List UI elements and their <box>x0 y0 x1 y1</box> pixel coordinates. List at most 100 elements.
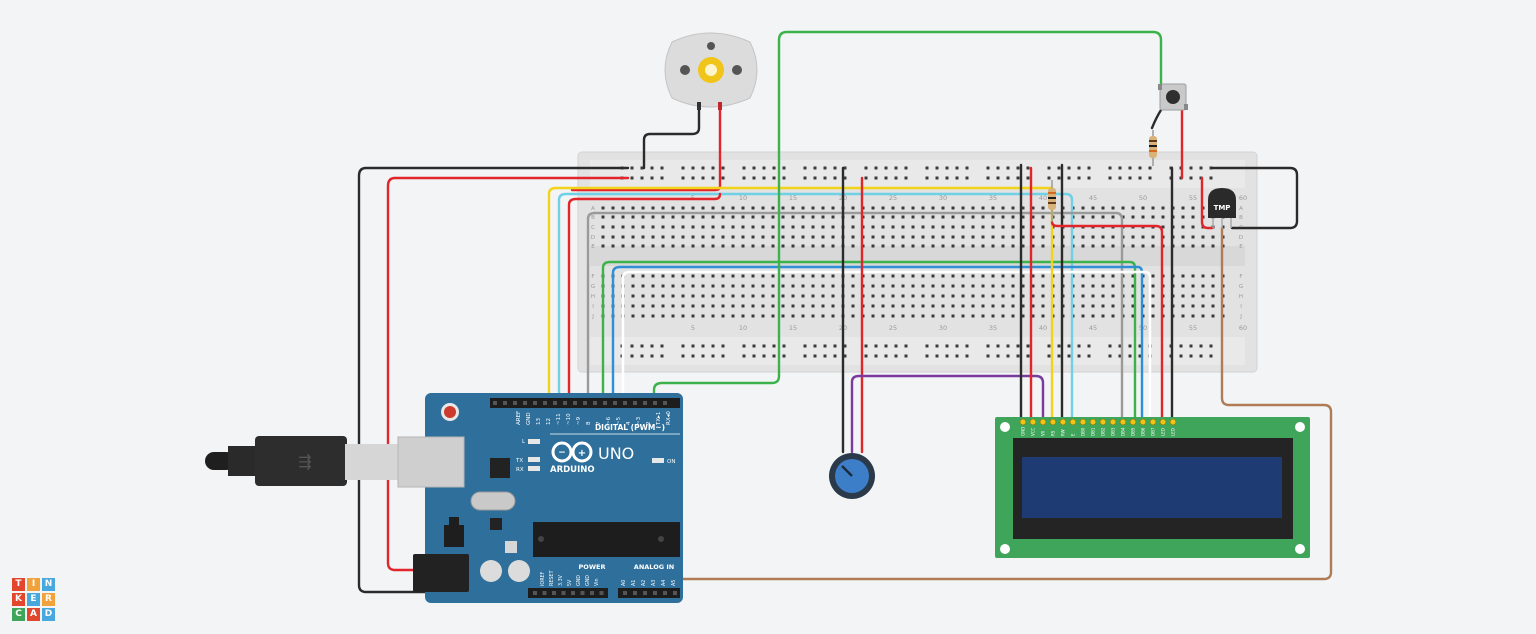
row-letter: D <box>591 235 595 241</box>
lcd-pin-label: DB1 <box>1091 427 1096 436</box>
wire-pin12-yellow[interactable] <box>547 186 1054 405</box>
arduino-logo-icon: − + <box>551 441 593 463</box>
analog-pin-label: A1 <box>631 580 637 586</box>
logo-letter: T <box>12 578 25 591</box>
digital-pin-label: ~3 <box>636 416 642 425</box>
temperature-sensor[interactable]: TMP <box>1208 188 1236 228</box>
digital-header-label: DIGITAL (PWM~) <box>595 423 665 432</box>
power-pin-label: GND <box>576 575 582 586</box>
digital-pin-label: ~5 <box>616 416 622 425</box>
column-number: 35 <box>989 194 997 202</box>
column-number: 50 <box>1139 194 1147 202</box>
wire-tmp-brown[interactable] <box>678 226 1333 581</box>
logo-letter: C <box>12 608 25 621</box>
digital-pin-label: ~9 <box>576 416 582 425</box>
push-button[interactable] <box>1158 83 1188 111</box>
lcd-pin-label: V0 <box>1041 430 1046 436</box>
potentiometer[interactable] <box>829 453 875 499</box>
digital-pin-label: 2 <box>646 422 652 426</box>
column-number: 40 <box>1039 324 1047 332</box>
logo-letter: N <box>42 578 55 591</box>
row-letter: F <box>1239 274 1242 280</box>
column-number: 30 <box>939 324 947 332</box>
resistor-button[interactable] <box>1149 130 1157 166</box>
lcd-pin-label: VCC <box>1031 427 1036 436</box>
analog-pin-label: A5 <box>671 580 677 586</box>
lcd-pin-label: DB6 <box>1141 427 1146 436</box>
column-number: 55 <box>1189 324 1197 332</box>
logo-letter: A <box>27 608 40 621</box>
lcd-pin-label: DB7 <box>1151 427 1156 436</box>
lcd-pin-label: DB5 <box>1131 427 1136 436</box>
lcd-pin-label: RS <box>1051 430 1056 436</box>
row-letter: D <box>1239 235 1243 241</box>
power-pin-label: 3.3V <box>558 574 564 586</box>
column-number: 25 <box>889 194 897 202</box>
dc-motor[interactable] <box>664 32 758 110</box>
power-header <box>528 588 608 598</box>
row-letter: A <box>591 206 595 212</box>
reset-button[interactable] <box>444 406 456 418</box>
analog-pin-label: A4 <box>661 580 667 586</box>
row-letter: F <box>591 274 594 280</box>
capacitor-1 <box>480 560 502 582</box>
column-number: 5 <box>691 324 695 332</box>
column-number: 15 <box>789 324 797 332</box>
power-pin-label: Vin <box>594 578 600 586</box>
column-number: 15 <box>789 194 797 202</box>
digital-pin-label: 4 <box>626 421 632 425</box>
wire-5v-rail-loop[interactable] <box>386 176 630 592</box>
wire-pot-purple[interactable] <box>850 374 1045 454</box>
power-label: POWER <box>579 563 606 571</box>
lcd-pin-label: GND <box>1021 427 1026 436</box>
wire-pin8-gray[interactable] <box>586 211 1124 422</box>
digital-pin-label: 13 <box>536 418 542 425</box>
wire-pin5-white[interactable] <box>621 270 1152 422</box>
atmega16u2-chip <box>490 458 510 478</box>
row-letter: A <box>1239 206 1243 212</box>
arduino-model: UNO <box>598 444 634 463</box>
wire-pin2-green-button[interactable] <box>652 30 1163 405</box>
wire-motor-black[interactable] <box>642 106 701 170</box>
row-letter: H <box>1239 294 1243 300</box>
row-letter: I <box>592 304 594 310</box>
wire-pin11-cyan[interactable] <box>557 192 1074 422</box>
column-number: 60 <box>1239 324 1247 332</box>
arduino-brand: ARDUINO <box>550 465 595 475</box>
wire-pin7-green[interactable] <box>601 260 1137 422</box>
header-holes <box>493 401 677 595</box>
digital-pin-label: ~11 <box>556 413 562 425</box>
power-pin-label: GND <box>585 575 591 586</box>
usb-port <box>397 436 465 488</box>
column-number: 10 <box>739 324 747 332</box>
crystal <box>470 491 516 511</box>
led-rx-label: RX <box>516 467 524 473</box>
wire-tmp-red[interactable] <box>1200 176 1214 230</box>
power-pin-label: RESET <box>549 571 555 586</box>
digital-pin-label: GND <box>526 412 532 425</box>
capacitor-2 <box>508 560 530 582</box>
column-number: 60 <box>1239 194 1247 202</box>
resistor-lcd[interactable] <box>1048 180 1056 222</box>
wire-lcd-led-red[interactable] <box>1050 220 1164 422</box>
wire-tmp-loop-black[interactable] <box>1210 166 1299 230</box>
column-number: 55 <box>1189 194 1197 202</box>
wire-button-black[interactable] <box>1150 108 1163 130</box>
digital-pin-label: RX◂0 <box>666 411 672 425</box>
wire-pin6-blue[interactable] <box>611 265 1144 422</box>
sensor-label: TMP <box>1214 204 1231 212</box>
power-pin-label: IOREF <box>540 571 546 586</box>
row-letter: G <box>591 284 595 290</box>
wire-gnd-rail-loop[interactable] <box>357 166 630 594</box>
wire-pin10-red[interactable] <box>567 192 722 405</box>
row-letter: B <box>591 215 595 221</box>
lcd-pin-label: DB3 <box>1111 427 1116 436</box>
lcd-pin-label: DB2 <box>1101 427 1106 436</box>
